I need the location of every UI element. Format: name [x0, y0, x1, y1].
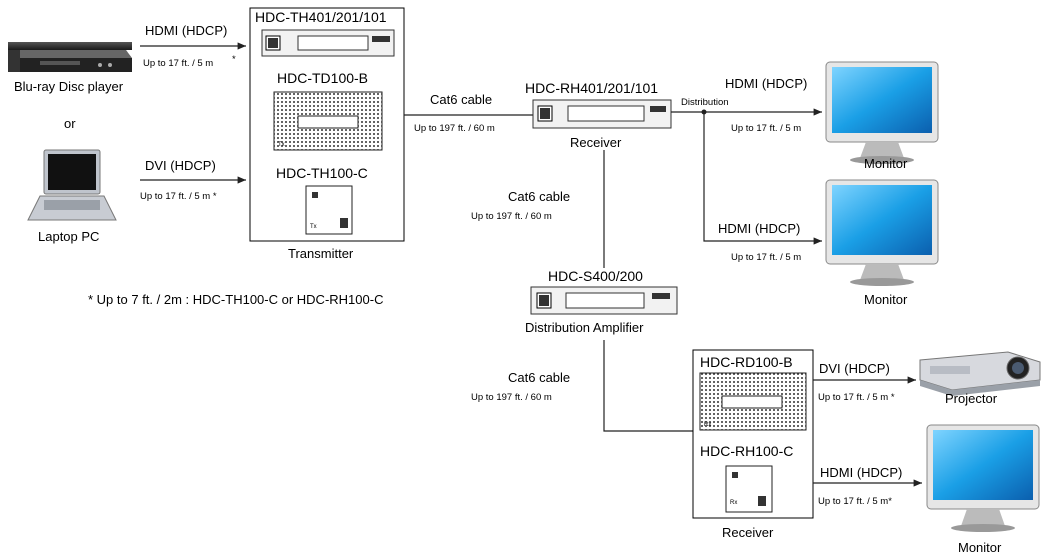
monitor3-hdmi-label: HDMI (HDCP): [820, 465, 902, 480]
amplifier-device-icon: [530, 286, 678, 315]
svg-text:Rx: Rx: [704, 422, 711, 428]
bluray-player-icon: [8, 42, 132, 72]
svg-text:Tx: Tx: [278, 142, 285, 148]
bluray-label: Blu-ray Disc player: [14, 79, 124, 94]
receiver-top-model: HDC-RH401/201/101: [525, 80, 658, 96]
dvi-input-length: Up to 17 ft. / 5 m *: [140, 191, 217, 202]
projector-dvi-label: DVI (HDCP): [819, 361, 890, 376]
monitor2-label: Monitor: [864, 292, 908, 307]
projector-icon: [919, 351, 1041, 396]
projector-length: Up to 17 ft. / 5 m *: [818, 392, 895, 403]
monitor1-label: Monitor: [864, 156, 908, 171]
monitor-icon: [825, 179, 939, 286]
hdmi-input-asterisk: *: [232, 54, 236, 65]
da-rx-cable-label: Cat6 cable: [508, 370, 570, 385]
svg-text:Tx: Tx: [310, 224, 317, 230]
receiver-top-caption: Receiver: [570, 135, 622, 150]
hdmi-input-label: HDMI (HDCP): [145, 23, 227, 38]
receiver-bottom-model-1: HDC-RD100-B: [700, 354, 793, 370]
rx-da-cable-label: Cat6 cable: [508, 189, 570, 204]
receiver-top-device-icon: [532, 99, 672, 129]
laptop-label: Laptop PC: [38, 229, 99, 244]
tx-rx-cable-label: Cat6 cable: [430, 92, 492, 107]
receiver-bottom-model-2: HDC-RH100-C: [700, 443, 793, 459]
monitor2-length: Up to 17 ft. / 5 m: [731, 252, 801, 263]
da-rx-cable-length: Up to 197 ft. / 60 m: [471, 392, 552, 403]
receiver-bottom-caption: Receiver: [722, 525, 774, 540]
transmitter-model-1: HDC-TH401/201/101: [255, 9, 387, 25]
svg-text:Rx: Rx: [730, 500, 737, 506]
transmitter-rack-unit-icon: [261, 29, 395, 57]
monitor1-length: Up to 17 ft. / 5 m: [731, 123, 801, 134]
hdmi-input-length: Up to 17 ft. / 5 m: [143, 58, 213, 69]
amplifier-caption: Distribution Amplifier: [525, 320, 644, 335]
transmitter-plate-c-icon: Tx: [305, 185, 353, 235]
monitor-icon: [926, 424, 1040, 532]
monitor1-hdmi-label: HDMI (HDCP): [725, 76, 807, 91]
tx-rx-cable-length: Up to 197 ft. / 60 m: [414, 123, 495, 134]
footnote: * Up to 7 ft. / 2m : HDC-TH100-C or HDC-…: [88, 292, 383, 307]
projector-label: Projector: [945, 391, 998, 406]
rx-da-cable-length: Up to 197 ft. / 60 m: [471, 211, 552, 222]
or-label: or: [64, 116, 76, 131]
receiver-plate-b-icon: Rx: [699, 372, 807, 431]
da-rx-cable-line: [603, 340, 693, 432]
laptop-icon: [27, 149, 117, 221]
transmitter-caption: Transmitter: [288, 246, 354, 261]
transmitter-model-2: HDC-TD100-B: [277, 70, 368, 86]
transmitter-model-3: HDC-TH100-C: [276, 165, 368, 181]
dvi-input-label: DVI (HDCP): [145, 158, 216, 173]
transmitter-plate-b-icon: Tx: [273, 91, 383, 151]
distribution-label: Distribution: [681, 97, 729, 108]
rx-monitor2-arrow: [703, 112, 822, 245]
receiver-plate-c-icon: Rx: [725, 465, 773, 513]
monitor3-length: Up to 17 ft. / 5 m*: [818, 496, 892, 507]
monitor3-label: Monitor: [958, 540, 1002, 555]
monitor-icon: [825, 61, 939, 164]
monitor2-hdmi-label: HDMI (HDCP): [718, 221, 800, 236]
amplifier-model: HDC-S400/200: [548, 268, 643, 284]
